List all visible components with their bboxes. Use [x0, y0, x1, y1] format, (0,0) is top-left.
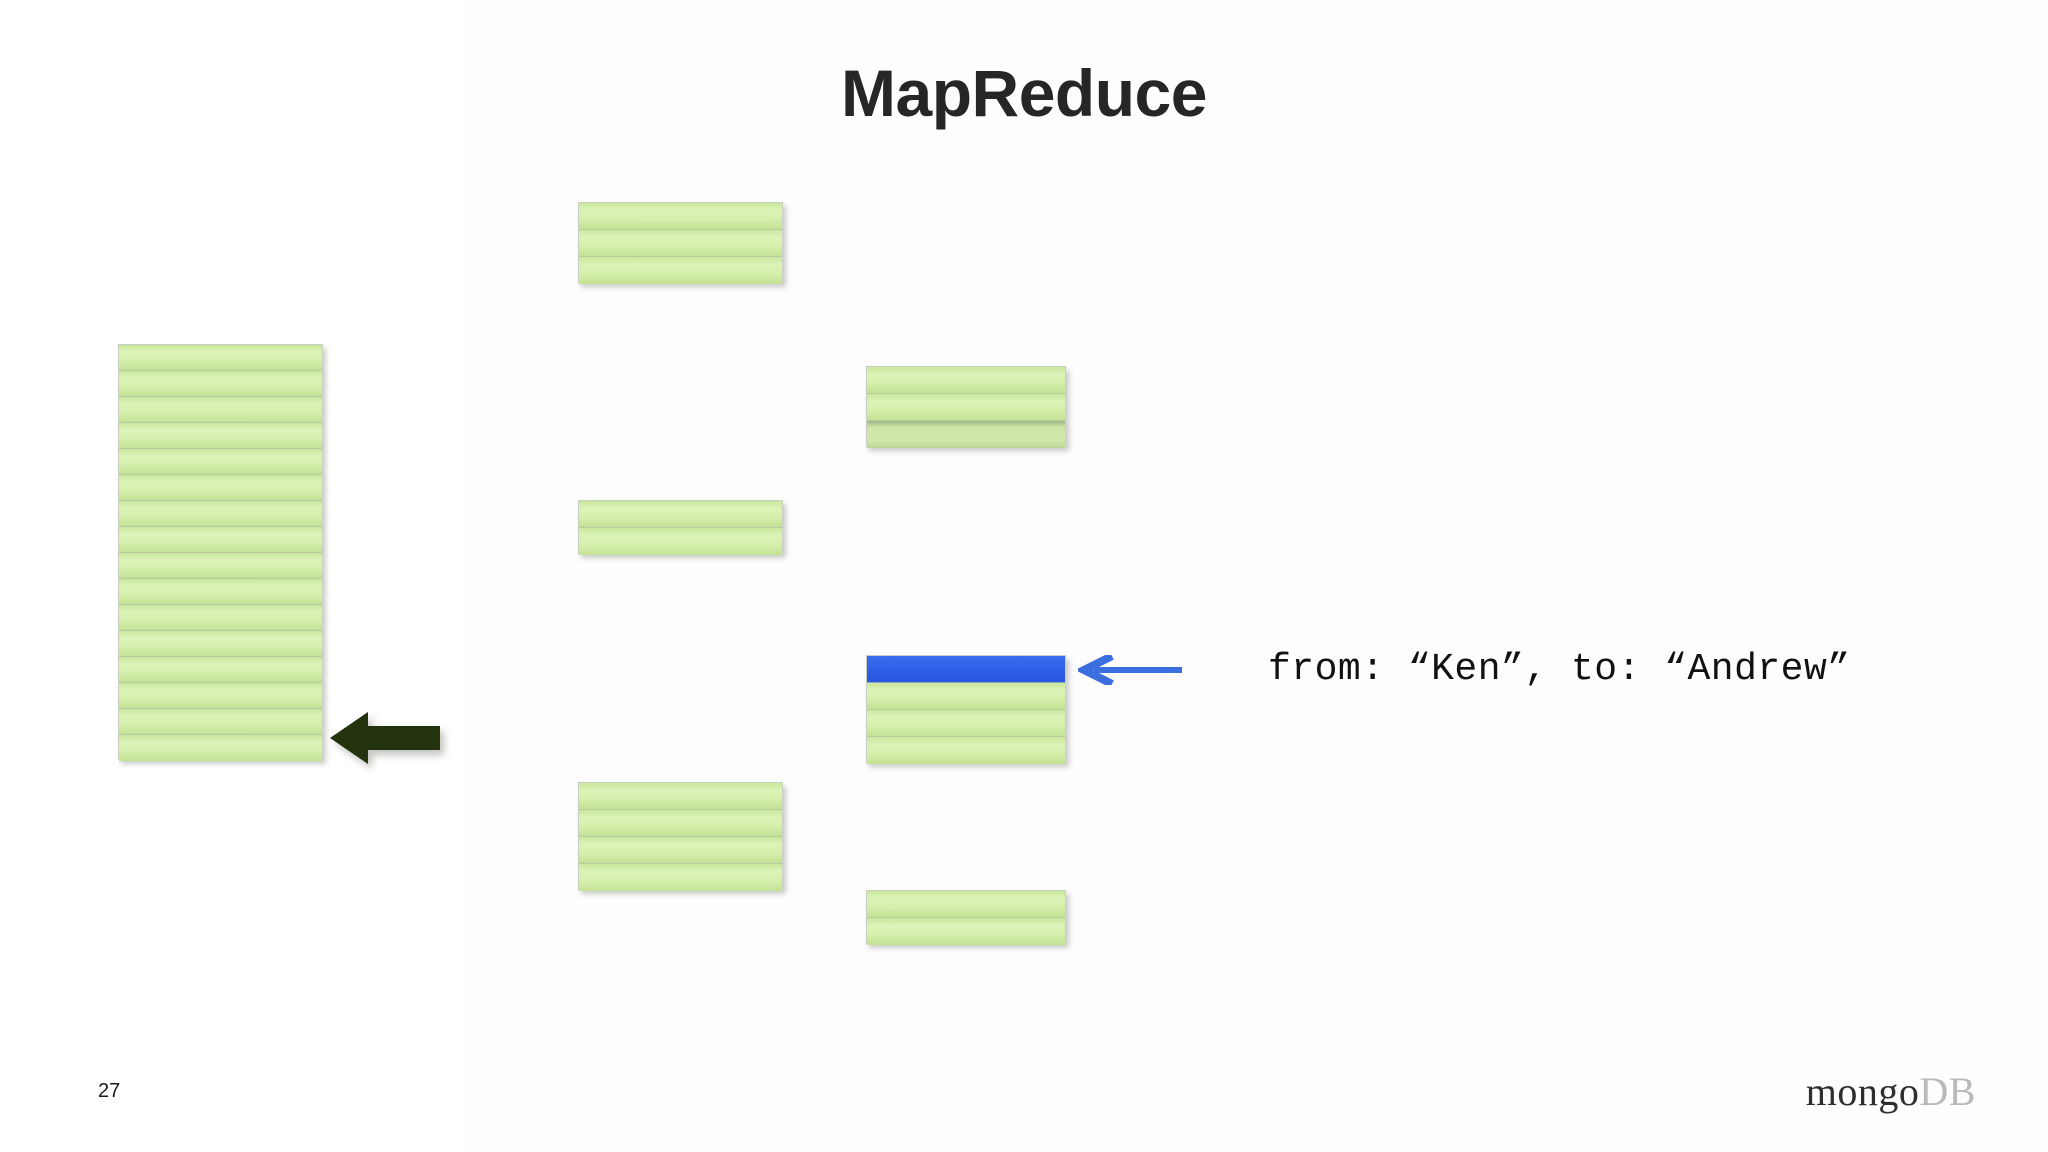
document-annotation: from: “Ken”, to: “Andrew”	[1268, 648, 1851, 691]
bar-stack-map-output-top	[578, 202, 783, 284]
document-bar	[119, 371, 322, 397]
document-bar	[119, 553, 322, 579]
page-number: 27	[98, 1080, 121, 1102]
document-bar	[867, 737, 1065, 764]
background-panel	[465, 0, 2048, 1152]
document-bar	[119, 735, 322, 761]
bar-stack-reduce-output-top	[866, 366, 1066, 448]
document-bar	[119, 631, 322, 657]
document-bar	[867, 394, 1065, 421]
document-bar	[119, 345, 322, 371]
document-bar	[579, 864, 782, 891]
document-bar	[867, 421, 1065, 448]
document-bar	[867, 683, 1065, 710]
document-bar	[579, 230, 782, 257]
document-bar	[119, 709, 322, 735]
page-title: MapReduce	[841, 56, 1207, 130]
document-bar	[119, 527, 322, 553]
annotation-arrow-icon	[1075, 652, 1182, 688]
bar-stack-source-collection	[118, 344, 323, 761]
document-bar	[579, 528, 782, 555]
bar-stack-map-output-middle	[578, 500, 783, 555]
document-bar	[119, 579, 322, 605]
bar-stack-reduce-output-highlighted	[866, 655, 1066, 764]
document-bar	[867, 710, 1065, 737]
document-bar	[119, 683, 322, 709]
document-bar	[579, 837, 782, 864]
document-bar	[579, 783, 782, 810]
document-bar	[119, 449, 322, 475]
logo-mongo-text: mongo	[1805, 1069, 1920, 1114]
document-bar	[579, 203, 782, 230]
result-arrow	[330, 710, 440, 766]
document-bar	[579, 257, 782, 284]
document-bar	[119, 475, 322, 501]
document-bar	[867, 918, 1065, 945]
mongodb-logo: mongoDB	[1806, 1068, 1976, 1115]
document-bar	[119, 423, 322, 449]
logo-db-text: DB	[1919, 1069, 1976, 1114]
document-bar	[119, 605, 322, 631]
document-bar	[867, 367, 1065, 394]
annotation-arrow	[1075, 652, 1182, 688]
document-bar	[579, 501, 782, 528]
document-bar	[119, 657, 322, 683]
document-bar	[867, 891, 1065, 918]
document-bar	[119, 397, 322, 423]
bar-stack-map-output-bottom	[578, 782, 783, 891]
document-bar	[579, 810, 782, 837]
result-arrow-icon	[330, 712, 440, 764]
document-bar	[119, 501, 322, 527]
document-bar-highlighted	[867, 656, 1065, 683]
bar-stack-reduce-output-bottom	[866, 890, 1066, 945]
